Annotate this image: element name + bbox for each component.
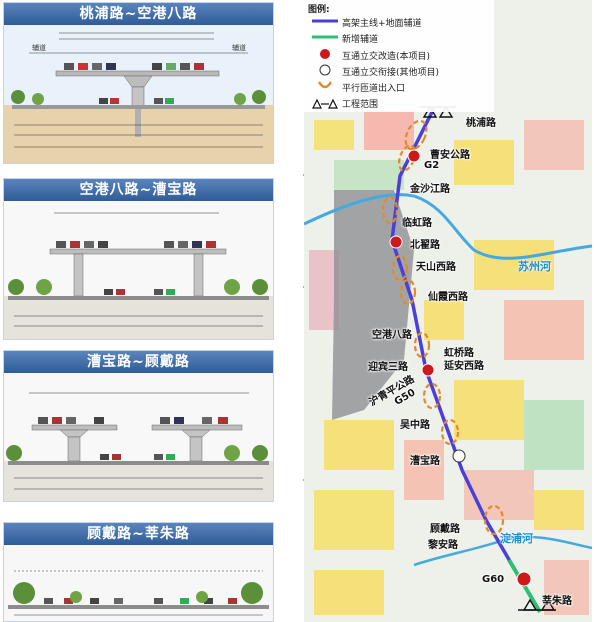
label-suzhou-river: 苏州河 [518,260,551,273]
label-tianshanxi-road: 天山西路 [416,262,456,273]
trees [13,582,263,604]
elevated-vehicles [38,417,228,424]
label-yananxi-road: 延安西路 [444,361,484,372]
label-caobao-road: 漕宝路 [410,456,440,467]
cross-section-drawing [4,373,273,501]
trees [8,279,268,295]
ground-vehicles [100,454,175,460]
land-use-blocks [309,110,589,615]
trees [6,445,268,461]
side-road-left-label: 辅道 [32,43,46,52]
interchange-g2 [407,149,421,163]
panel-title: 顾戴路~莘朱路 [4,523,273,545]
label-xinzhu-road: 莘朱路 [542,596,572,607]
interchange-beizhai [389,235,403,249]
triangle-range-icon [312,98,338,109]
legend-item-project-range: 工程范围 [342,100,379,110]
dianpu-river [413,535,592,567]
label-jinshajiang-road: 金沙江路 [410,184,450,195]
cross-section-drawing [4,545,273,621]
cross-section-drawing: 辅道 辅道 [4,25,273,163]
map-legend: 图例: 高架主线+地面辅道 新增辅道 互通立交改造(本项目) 互通立交衔接(其他… [304,0,494,112]
legend-heading: 图例: [308,5,330,15]
section-panel-1: 桃浦路~空港八路 辅道 辅道 [3,2,274,164]
legend-symbols [312,19,338,109]
label-linhong-road: 临虹路 [402,218,432,229]
ground-vehicles [99,98,174,104]
label-xianxiaxi-road: 仙霞西路 [428,292,468,303]
label-beizhai-road: 北翟路 [410,240,440,251]
orange-bracket-icon [317,81,333,89]
panel-title: 漕宝路~顾戴路 [4,351,273,373]
legend-item-interchange-project: 互通立交改造(本项目) [342,52,431,62]
cross-section-drawing [4,201,273,339]
label-lian-road: 黎安路 [428,540,458,551]
interchange-g60 [516,571,532,587]
legend-item-main-line: 高架主线+地面辅道 [342,19,422,29]
panel-title: 空港八路~漕宝路 [4,179,273,201]
red-circle-icon [320,49,330,59]
side-road-right-label: 辅道 [232,43,246,52]
white-circle-icon [319,64,331,76]
parallel-ramp-brackets [381,119,505,536]
label-gudai-road: 顾戴路 [430,524,460,535]
legend-item-interchange-other: 互通立交衔接(其他项目) [342,68,440,78]
elevated-vehicles [64,63,204,70]
suzhou-river [304,193,592,260]
label-g60: G60 [482,574,505,585]
interchange-g50 [421,363,435,377]
section-panel-4: 顾戴路~莘朱路 [3,522,274,622]
label-g2: G2 [424,160,440,171]
label-wuzhong-road: 吴中路 [400,420,430,431]
ground-vehicles [44,598,237,604]
panel-title: 桃浦路~空港八路 [4,3,273,25]
section-panel-3: 漕宝路~顾戴路 [3,350,274,502]
label-yingbin3-road: 迎宾三路 [368,362,408,373]
section-panel-2: 空港八路~漕宝路 [3,178,274,340]
elevated-vehicles [56,241,216,248]
label-hongqiao-road: 虹桥路 [444,348,474,359]
label-dianpu-river: 淀浦河 [500,532,533,545]
legend-item-parallel-ramp: 平行匝道出入口 [342,84,406,94]
label-taopu-road: 桃浦路 [466,118,496,129]
label-caoan-road: 曹安公路 [430,150,470,161]
ground-vehicles [104,289,175,295]
interchange-caobao [452,449,466,463]
label-konggang8-road: 空港八路 [372,330,412,341]
trees [11,90,266,105]
legend-item-new-road: 新增辅道 [342,35,379,45]
